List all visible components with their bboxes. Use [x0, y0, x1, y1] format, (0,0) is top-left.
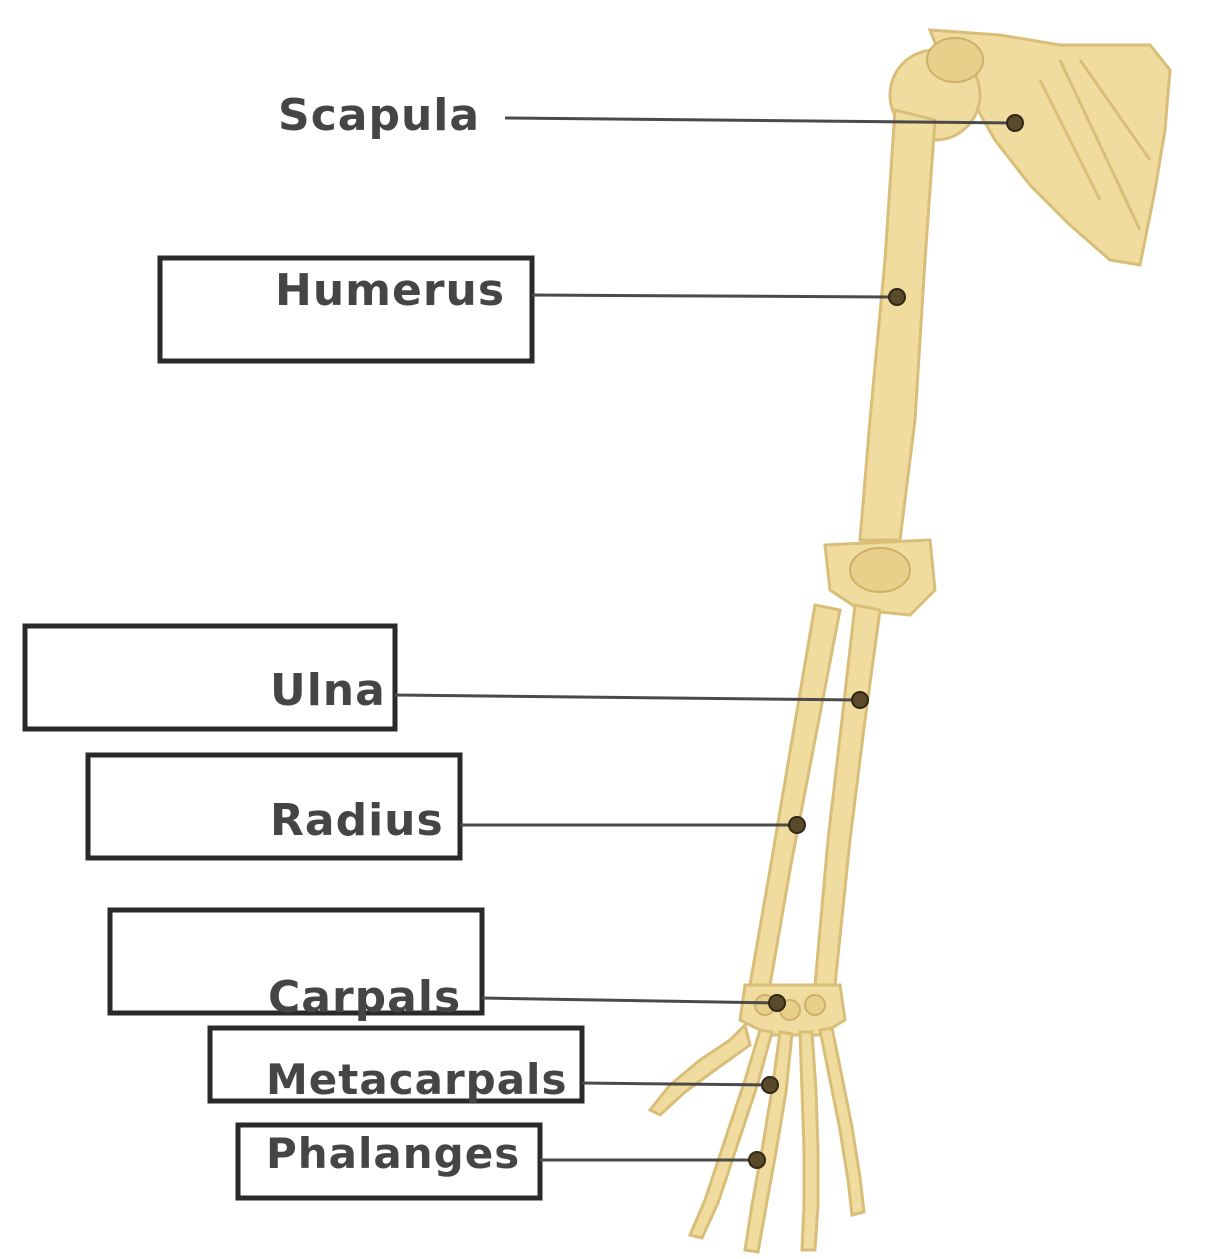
elbow-condyle [850, 548, 910, 592]
thumb-bone [650, 1025, 750, 1115]
ulna-dot [852, 692, 868, 708]
radius-label: Radius [270, 795, 444, 846]
arm-illustration [650, 30, 1170, 1252]
ulna-leader [395, 695, 860, 700]
carpals-label: Carpals [268, 972, 461, 1023]
carpals-dot [769, 995, 785, 1011]
metacarpals-dot [762, 1077, 778, 1093]
radius-dot [789, 817, 805, 833]
scapula-dot [1007, 115, 1023, 131]
metacarpals-label: Metacarpals [266, 1055, 567, 1104]
carpals-leader [482, 998, 777, 1003]
humerus-bone [860, 110, 935, 540]
humerus-leader [532, 295, 897, 297]
finger-ring [800, 1032, 818, 1250]
humerus-dot [889, 289, 905, 305]
finger-little [820, 1028, 864, 1215]
ulna-label: Ulna [270, 665, 386, 716]
phalanges-label: Phalanges [266, 1129, 520, 1178]
carpal-3 [805, 995, 825, 1015]
phalanges-dot [749, 1152, 765, 1168]
scapula-label: Scapula [278, 90, 480, 141]
metacarpals-leader [582, 1083, 770, 1085]
acromion [927, 38, 983, 82]
humerus-label: Humerus [275, 265, 505, 316]
